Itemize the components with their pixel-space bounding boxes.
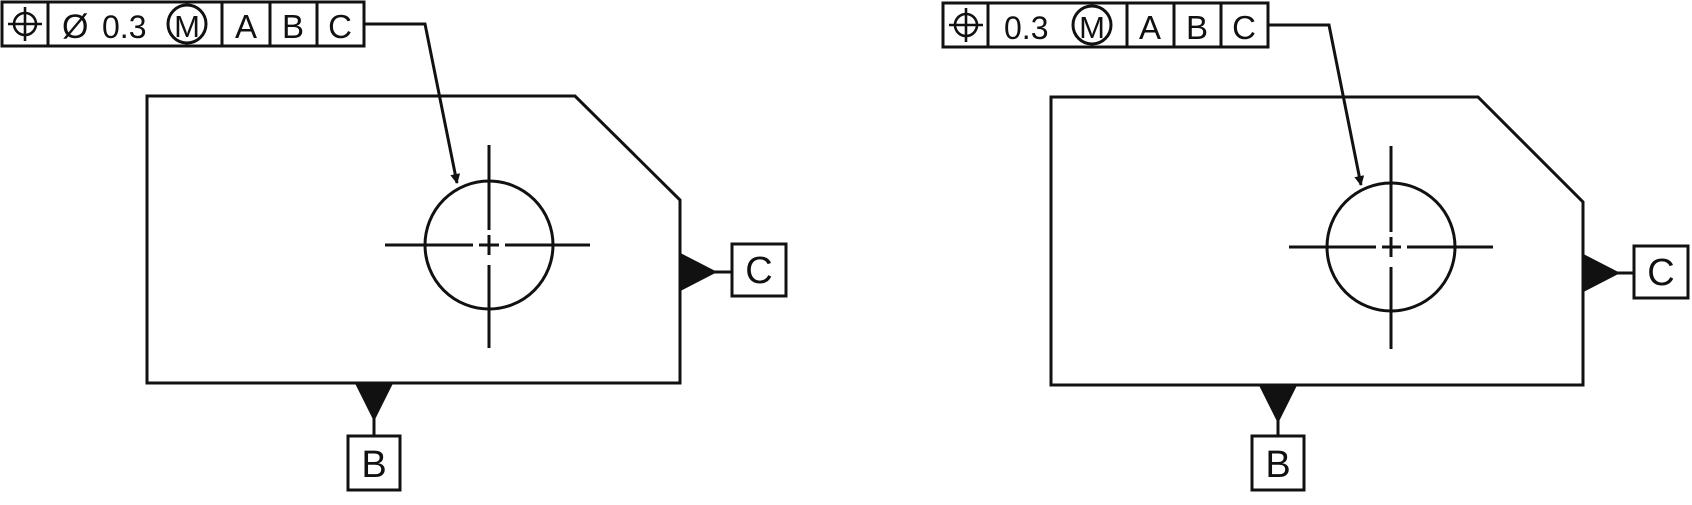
mmc-modifier-circle	[1071, 4, 1113, 46]
datum-c-symbol	[679, 242, 788, 298]
fcf-tolerance: 0.3	[1004, 10, 1048, 46]
fcf-datum-primary: A	[1139, 9, 1161, 46]
fcf-datum-tertiary: C	[1232, 9, 1256, 46]
datum-b-box	[1250, 434, 1306, 492]
drawing-left	[0, 0, 788, 492]
drawing-right	[941, 1, 1690, 492]
datum-triangle	[1258, 384, 1298, 424]
drawing-right-text: 0.3 M A B C C B	[1004, 9, 1675, 486]
leader-arrow	[1268, 23, 1365, 186]
fcf-tolerance: 0.3	[102, 9, 146, 45]
datum-c-label: C	[745, 250, 772, 292]
datum-c-symbol	[1582, 244, 1690, 300]
datum-b-symbol	[1250, 384, 1306, 492]
datum-b-label: B	[1265, 444, 1290, 486]
fcf-modifier: M	[1079, 10, 1105, 45]
part-outline	[145, 94, 682, 385]
datum-b-label: B	[361, 444, 386, 486]
feature-control-frame-right	[941, 1, 1270, 49]
datum-c-box	[730, 242, 788, 298]
mmc-modifier-circle	[166, 3, 208, 45]
datum-c-label: C	[1647, 252, 1674, 294]
datum-triangle	[354, 382, 394, 422]
datum-b-box	[346, 434, 402, 492]
part-outline	[1049, 95, 1585, 387]
fcf-datum-secondary: B	[1186, 9, 1208, 46]
datum-triangle	[1582, 253, 1621, 293]
position-icon	[949, 8, 983, 42]
fcf-modifier: M	[174, 9, 200, 44]
drawing-left-text: Ø 0.3 M A B C C B	[62, 8, 773, 486]
fcf-diameter-symbol: Ø	[62, 8, 88, 46]
datum-triangle	[679, 252, 718, 292]
position-icon	[8, 7, 42, 41]
fcf-datum-secondary: B	[282, 8, 304, 45]
hole-centerline	[385, 145, 590, 348]
hole-centerline	[1289, 146, 1493, 349]
datum-b-symbol	[346, 382, 402, 492]
fcf-datum-tertiary: C	[328, 8, 352, 45]
fcf-datum-primary: A	[235, 8, 257, 45]
datum-c-box	[1632, 244, 1690, 300]
leader-arrow	[364, 22, 461, 184]
